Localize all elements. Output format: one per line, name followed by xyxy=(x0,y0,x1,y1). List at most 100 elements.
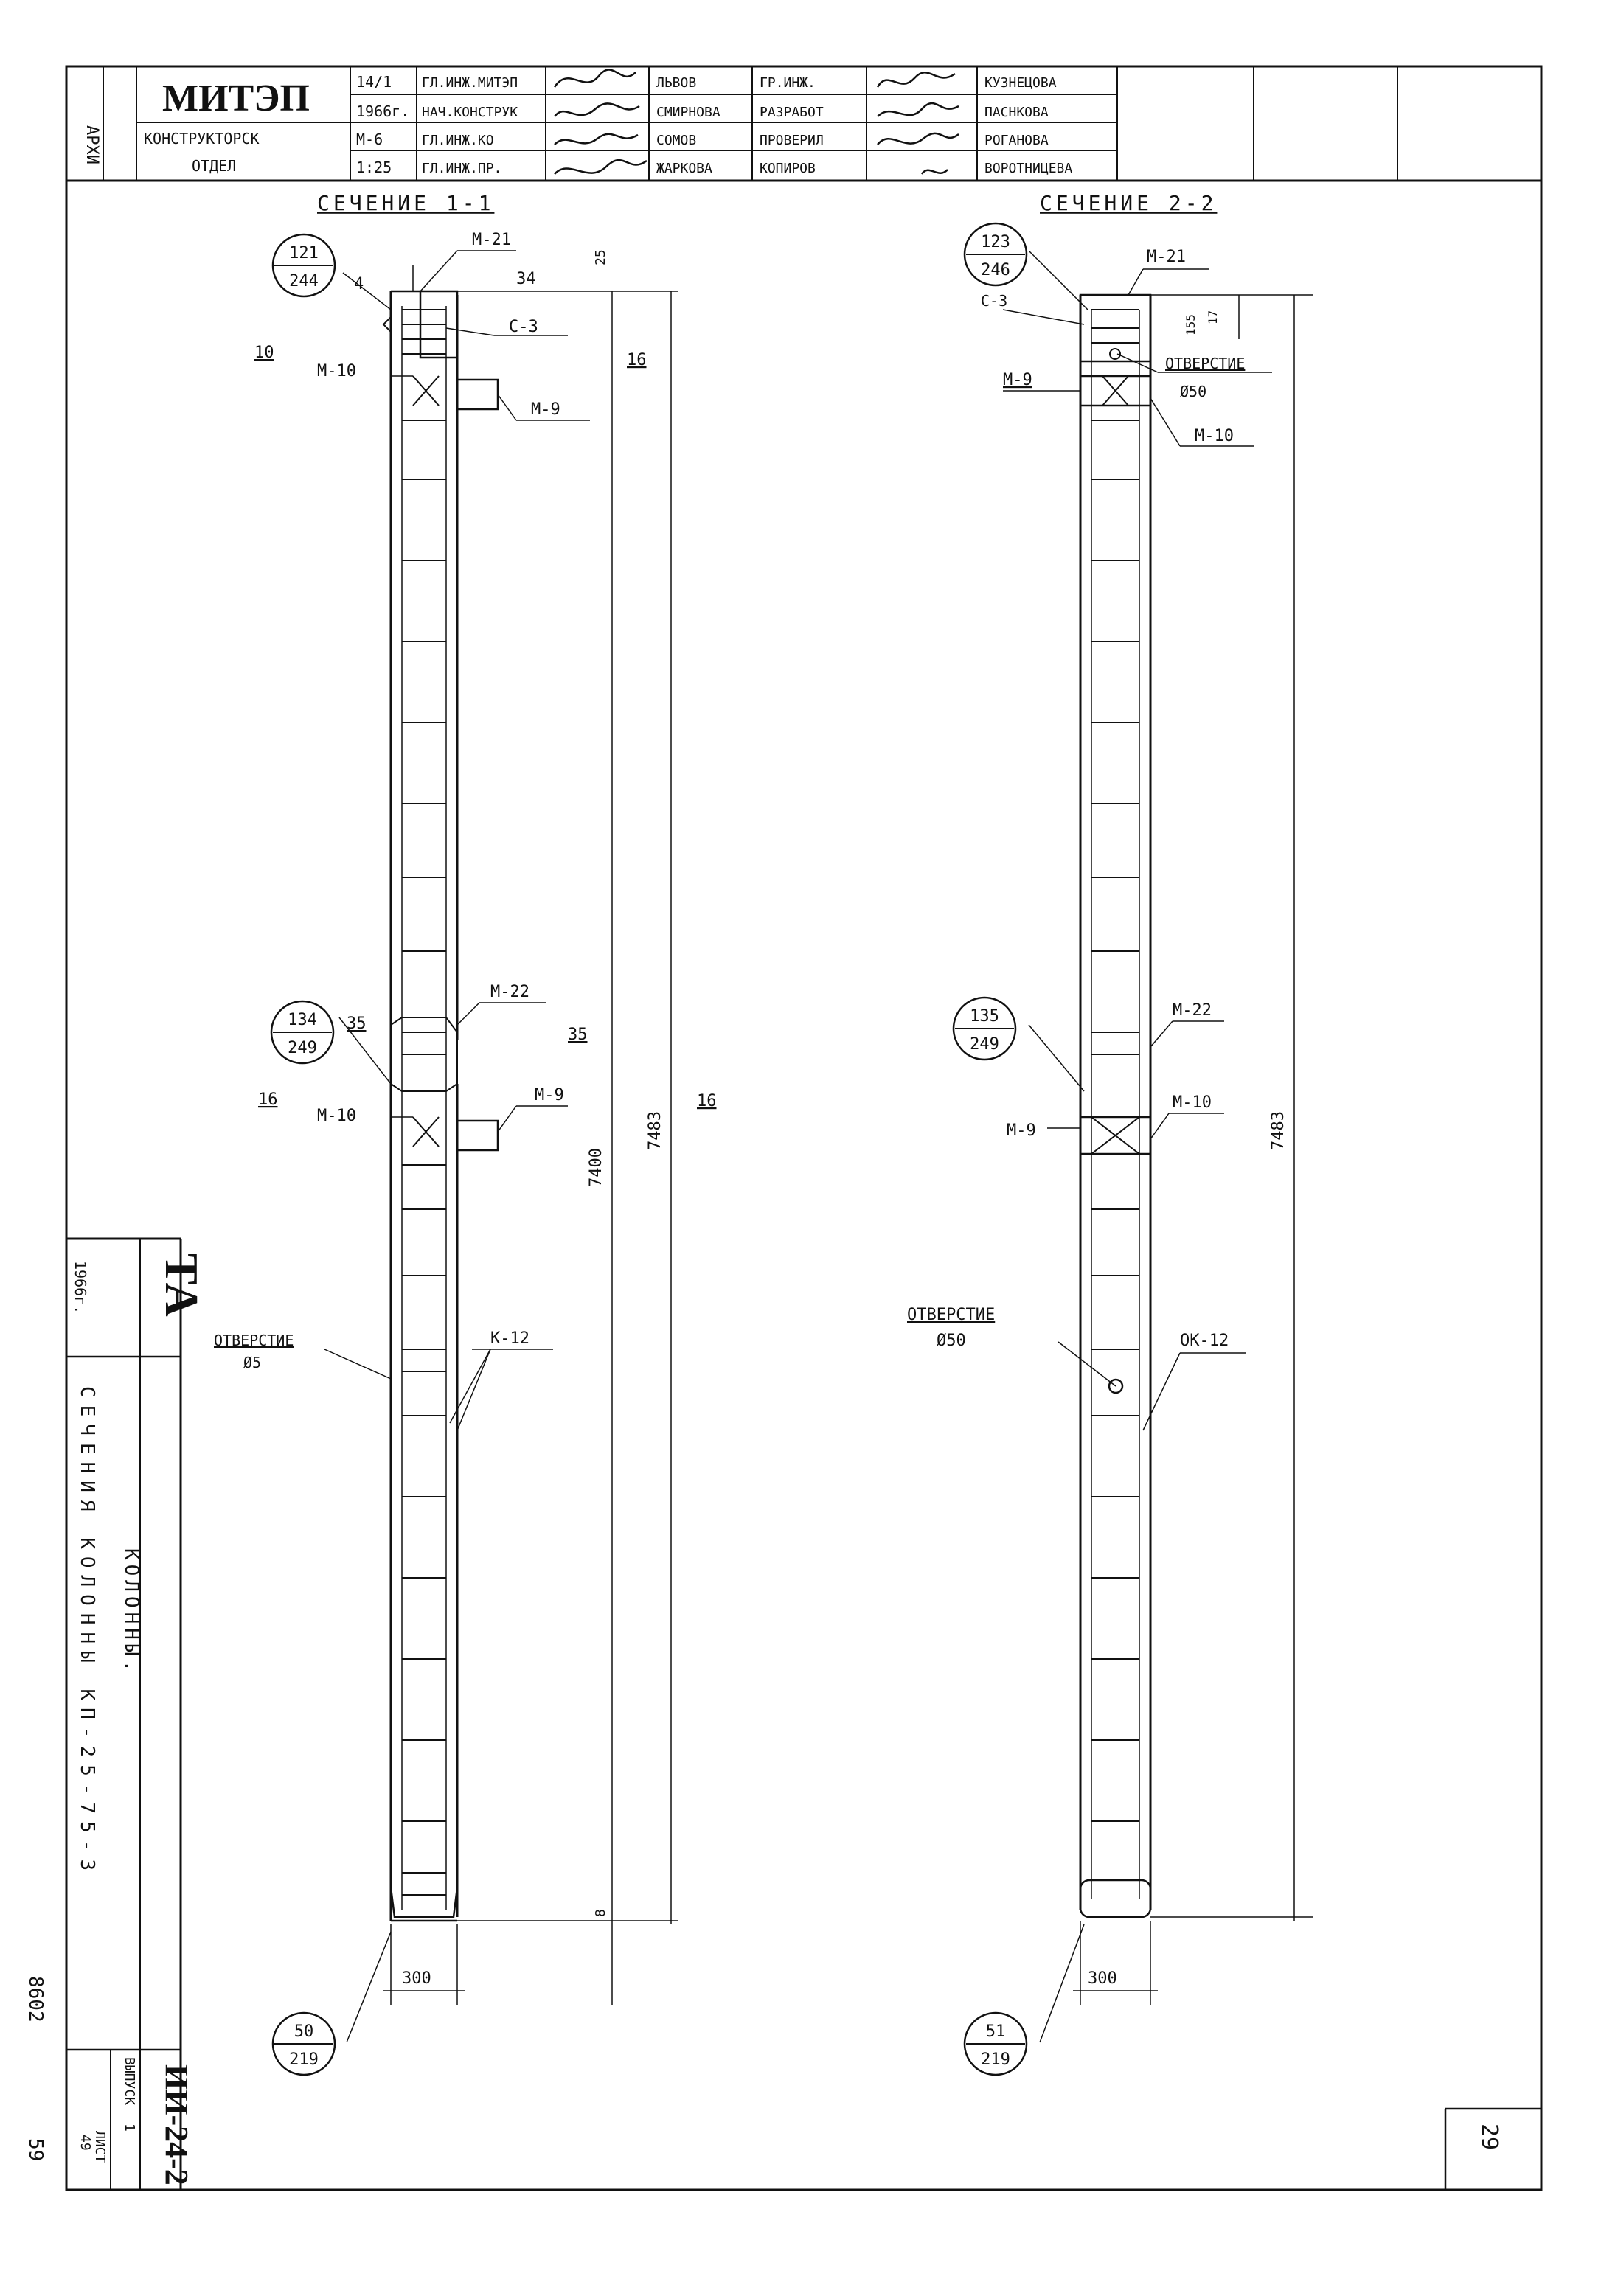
signatures-right xyxy=(876,72,959,175)
s1-n16a: 16 xyxy=(627,351,647,369)
arch-label: АРХИ xyxy=(83,125,101,164)
org-name: МИТЭП xyxy=(162,77,310,119)
section1-title: СЕЧЕНИЕ 1-1 xyxy=(317,191,494,215)
section-2: СЕЧЕНИЕ 2-2 xyxy=(907,191,1313,2076)
bubble1-top-num: 121 xyxy=(289,244,319,262)
s1-d25: 25 xyxy=(593,249,608,265)
role2-3: КОПИРОВ xyxy=(760,161,816,176)
column-2-body xyxy=(1079,293,1152,1918)
year-top: 14/1 xyxy=(356,73,392,91)
s2-hole-top-label: ОТВЕРСТИЕ xyxy=(1165,355,1245,372)
s1-h2: 7483 xyxy=(646,1111,664,1150)
bubble1-top-den: 244 xyxy=(289,272,319,291)
issue: 1 xyxy=(122,2123,137,2132)
s1-d35a: 35 xyxy=(347,1015,367,1033)
s2-m21: М-21 xyxy=(1147,248,1186,266)
sheet-format: М-6 xyxy=(356,131,383,148)
bubble-2-top: 123 246 xyxy=(963,222,1028,287)
stamp-title2: СЕЧЕНИЯ КОЛОННЫ КП-25-75-3 xyxy=(76,1386,98,1878)
s1-n10: 10 xyxy=(254,344,274,362)
section2-title: СЕЧЕНИЕ 2-2 xyxy=(1040,191,1217,215)
dept-line2: ОТДЕЛ xyxy=(192,157,236,175)
role2-1: РАЗРАБОТ xyxy=(760,105,824,120)
stirrups-2 xyxy=(1091,309,1139,1822)
s1-n4: 4 xyxy=(354,275,364,293)
stamp-title1: КОЛОННЫ. xyxy=(120,1548,142,1676)
bubble-1-mid: 134 249 xyxy=(270,1000,335,1065)
role-1: НАЧ.КОНСТРУК xyxy=(422,105,518,120)
name-mid-3: ЖАРКОВА xyxy=(656,161,712,176)
s1-m21: М-21 xyxy=(472,231,511,249)
s2-width: 300 xyxy=(1088,1969,1117,1988)
s1-m9b: М-9 xyxy=(535,1086,564,1104)
dims-2 xyxy=(1002,250,1313,2043)
name-right-3: ВОРОТНИЦЕВА xyxy=(984,161,1072,176)
bubble2-bot-num: 51 xyxy=(986,2022,1006,2041)
stirrups-1 xyxy=(402,309,446,1896)
s2-hole-dia: Ø50 xyxy=(937,1332,966,1350)
name-right-2: РОГАНОВА xyxy=(984,133,1049,148)
ta-mark: ТА xyxy=(156,1253,208,1317)
s2-m9b: М-9 xyxy=(1007,1121,1036,1140)
s1-hole-dia: Ø5 xyxy=(243,1354,261,1371)
bubble2-mid-den: 249 xyxy=(970,1035,999,1054)
bubble1-mid-num: 134 xyxy=(288,1011,317,1029)
name-right-1: ПАСНКОВА xyxy=(984,105,1049,120)
s1-d8: 8 xyxy=(593,1909,608,1917)
bubble-2-bot: 51 219 xyxy=(963,2011,1028,2076)
s1-d35b: 35 xyxy=(568,1026,588,1044)
s1-m22: М-22 xyxy=(490,983,529,1001)
role2-2: ПРОВЕРИЛ xyxy=(760,133,824,148)
s2-m9a: М-9 xyxy=(1003,371,1032,389)
side-page: 59 xyxy=(24,2138,46,2161)
left-stamp: ТА 1966г. КОЛОННЫ. СЕЧЕНИЯ КОЛОННЫ КП-25… xyxy=(66,1239,208,2190)
signatures-left xyxy=(553,69,647,175)
bubble2-top-den: 246 xyxy=(981,261,1010,279)
s2-m10b: М-10 xyxy=(1173,1093,1212,1112)
name-mid-0: ЛЬВОВ xyxy=(656,75,696,91)
section-1: СЕЧЕНИЕ 1-1 xyxy=(214,191,717,2076)
stamp-year: 1966г. xyxy=(72,1261,89,1314)
role-2: ГЛ.ИНЖ.КО xyxy=(422,133,494,148)
role-3: ГЛ.ИНЖ.ПР. xyxy=(422,161,501,176)
s1-d34: 34 xyxy=(516,270,536,288)
title-block: АРХИ МИТЭП КОНСТРУКТОРСК ОТДЕЛ 14/1 1966… xyxy=(83,69,1072,176)
s1-m9a: М-9 xyxy=(531,400,560,419)
s2-hole-top-dia: Ø50 xyxy=(1180,383,1206,400)
s1-width: 300 xyxy=(402,1969,431,1988)
year: 1966г. xyxy=(356,102,409,120)
side-ref: 8602 xyxy=(24,1976,46,2022)
sheet-frame xyxy=(65,65,1543,2191)
s1-k12: К-12 xyxy=(490,1329,529,1348)
s2-hole-label: ОТВЕРСТИЕ xyxy=(907,1306,995,1324)
s2-d155: 155 xyxy=(1184,314,1198,335)
s2-d17: 17 xyxy=(1206,310,1220,324)
name-right-0: КУЗНЕЦОВА xyxy=(984,75,1057,91)
bubble-2-mid: 135 249 xyxy=(952,996,1017,1061)
role2-0: ГР.ИНЖ. xyxy=(760,75,816,91)
name-mid-1: СМИРНОВА xyxy=(656,105,720,120)
bubble1-mid-den: 249 xyxy=(288,1039,317,1057)
s1-hole-label: ОТВЕРСТИЕ xyxy=(214,1332,294,1349)
bubble1-bot-den: 219 xyxy=(289,2050,319,2069)
bubble1-bot-num: 50 xyxy=(294,2022,314,2041)
s2-m10a: М-10 xyxy=(1195,427,1234,445)
s1-n16c: 16 xyxy=(697,1092,717,1110)
issue-label: ВЫПУСК xyxy=(122,2057,137,2105)
sheet-label: ЛИСТ xyxy=(92,2131,108,2163)
s2-k12: ОК-12 xyxy=(1180,1332,1229,1350)
bubble-1-bot: 50 219 xyxy=(271,2011,336,2076)
s1-s3: С-3 xyxy=(509,318,538,336)
bubble2-mid-num: 135 xyxy=(970,1007,999,1026)
s1-m10a: М-10 xyxy=(317,362,356,380)
s1-m10b: М-10 xyxy=(317,1107,356,1125)
bubble2-top-num: 123 xyxy=(981,233,1010,251)
scale: 1:25 xyxy=(356,159,392,176)
dept-line1: КОНСТРУКТОРСК xyxy=(144,130,260,147)
name-mid-2: СОМОВ xyxy=(656,133,696,148)
bubble2-bot-den: 219 xyxy=(981,2050,1010,2069)
bubble-1-top: 121 244 xyxy=(271,233,336,298)
s2-s3: С-3 xyxy=(981,292,1007,310)
s1-n16b: 16 xyxy=(258,1090,278,1109)
